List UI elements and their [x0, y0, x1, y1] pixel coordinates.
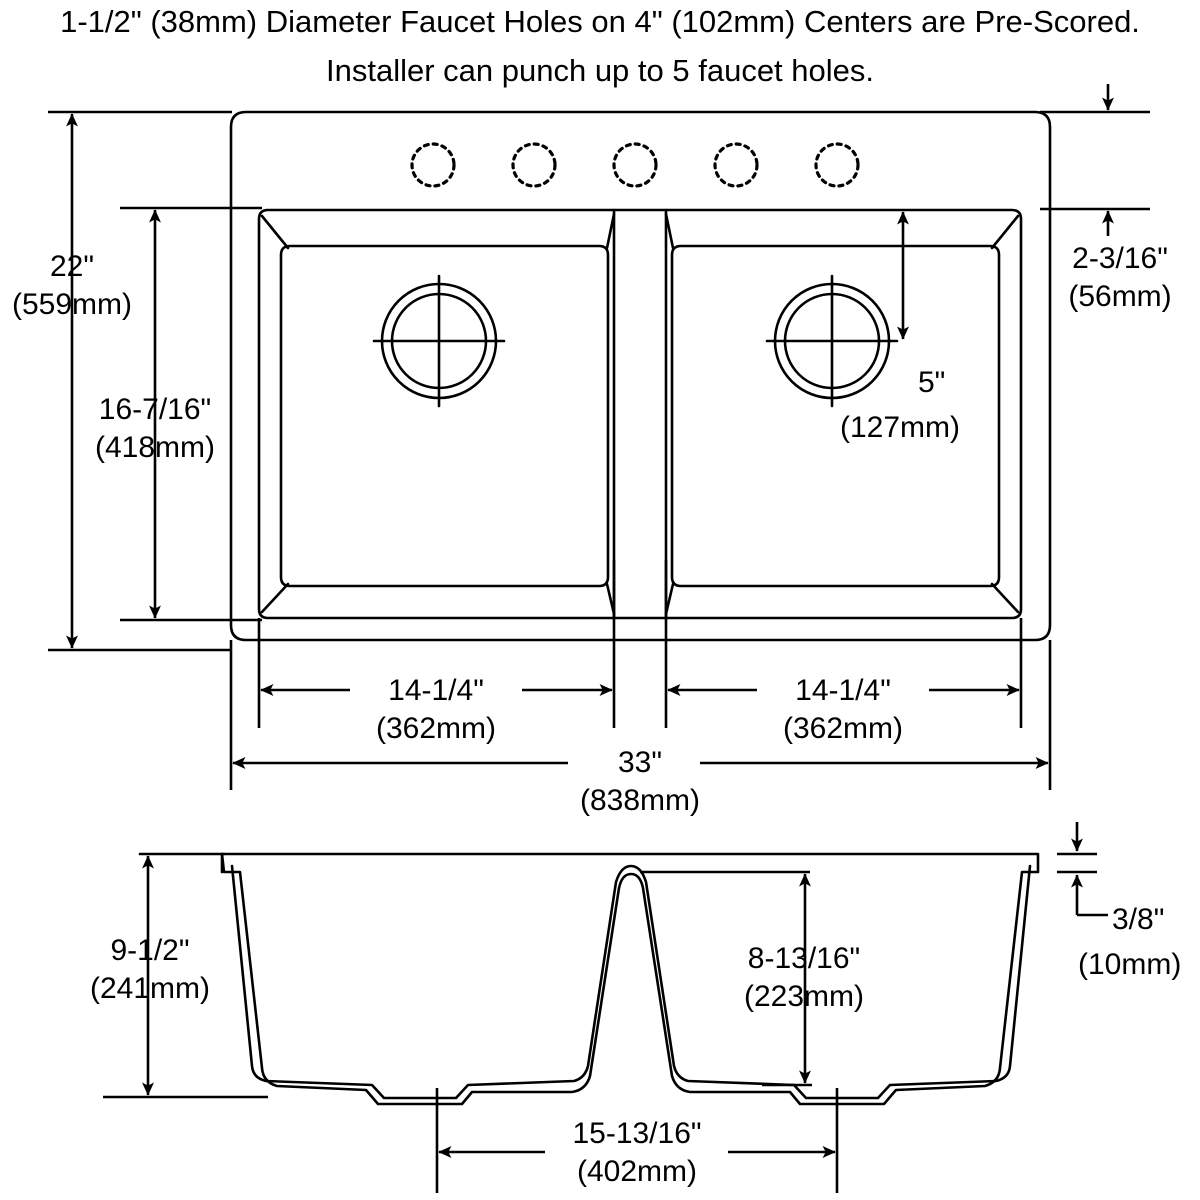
dim-left-bowl-width-metric: (362mm)	[376, 712, 496, 745]
bowl-opening-outline	[257, 208, 1023, 620]
section-view	[138, 852, 1040, 1106]
dim-drain-offset-imperial: 5"	[918, 366, 945, 399]
faucet-hole-5	[814, 142, 860, 188]
faucet-hole-1	[410, 142, 456, 188]
right-drain-centermark	[765, 274, 899, 408]
dim-bowl-depth-metric: (418mm)	[95, 431, 215, 464]
faucet-hole-group	[410, 142, 860, 188]
dim-rim-offset-metric: (56mm)	[1068, 280, 1171, 313]
left-drain	[372, 274, 506, 408]
dim-bowl-height-metric: (241mm)	[90, 972, 210, 1005]
faucet-hole-2	[511, 142, 557, 188]
top-view	[229, 110, 1052, 642]
faucet-hole-4	[713, 142, 759, 188]
section-view-dimensions	[103, 822, 1108, 1193]
dim-divider-height-imperial: 8-13/16"	[748, 942, 860, 975]
dim-overall-width-imperial: 33"	[618, 746, 662, 779]
dim-left-bowl-width-imperial: 14-1/4"	[388, 674, 484, 707]
dim-overall-width-metric: (838mm)	[580, 784, 700, 817]
sink-section-inner-profile	[230, 864, 1032, 1100]
dim-bottom-width-metric: (402mm)	[577, 1155, 697, 1188]
sink-deck-outline	[229, 110, 1052, 642]
top-view-dimensions	[48, 84, 1150, 790]
faucet-hole-3	[612, 142, 658, 188]
dim-rim-thickness-metric: (10mm)	[1078, 948, 1181, 981]
sink-section-outer-profile	[220, 852, 1040, 1106]
dim-rim-thickness-imperial: 3/8"	[1112, 903, 1164, 936]
center-divider-lines	[612, 208, 668, 620]
right-bowl-slope-outline	[670, 244, 1001, 588]
dim-bowl-height-imperial: 9-1/2"	[110, 934, 189, 967]
note-line-1: 1-1/2" (38mm) Diameter Faucet Holes on 4…	[60, 4, 1140, 39]
dim-rim-offset-imperial: 2-3/16"	[1072, 242, 1168, 275]
left-bowl-slope-outline	[279, 244, 610, 588]
dim-overall-depth-imperial: 22"	[50, 250, 94, 283]
dim-drain-offset-metric: (127mm)	[840, 411, 960, 444]
dim-right-bowl-width-metric: (362mm)	[783, 712, 903, 745]
note-line-2: Installer can punch up to 5 faucet holes…	[326, 53, 874, 88]
right-drain	[765, 274, 899, 408]
dim-divider-height-metric: (223mm)	[744, 980, 864, 1013]
dim-right-bowl-width-imperial: 14-1/4"	[795, 674, 891, 707]
dim-bottom-width-imperial: 15-13/16"	[572, 1117, 701, 1150]
dim-overall-depth-metric: (559mm)	[12, 288, 132, 321]
left-drain-centermark	[372, 274, 506, 408]
dim-bowl-depth-imperial: 16-7/16"	[99, 393, 211, 426]
